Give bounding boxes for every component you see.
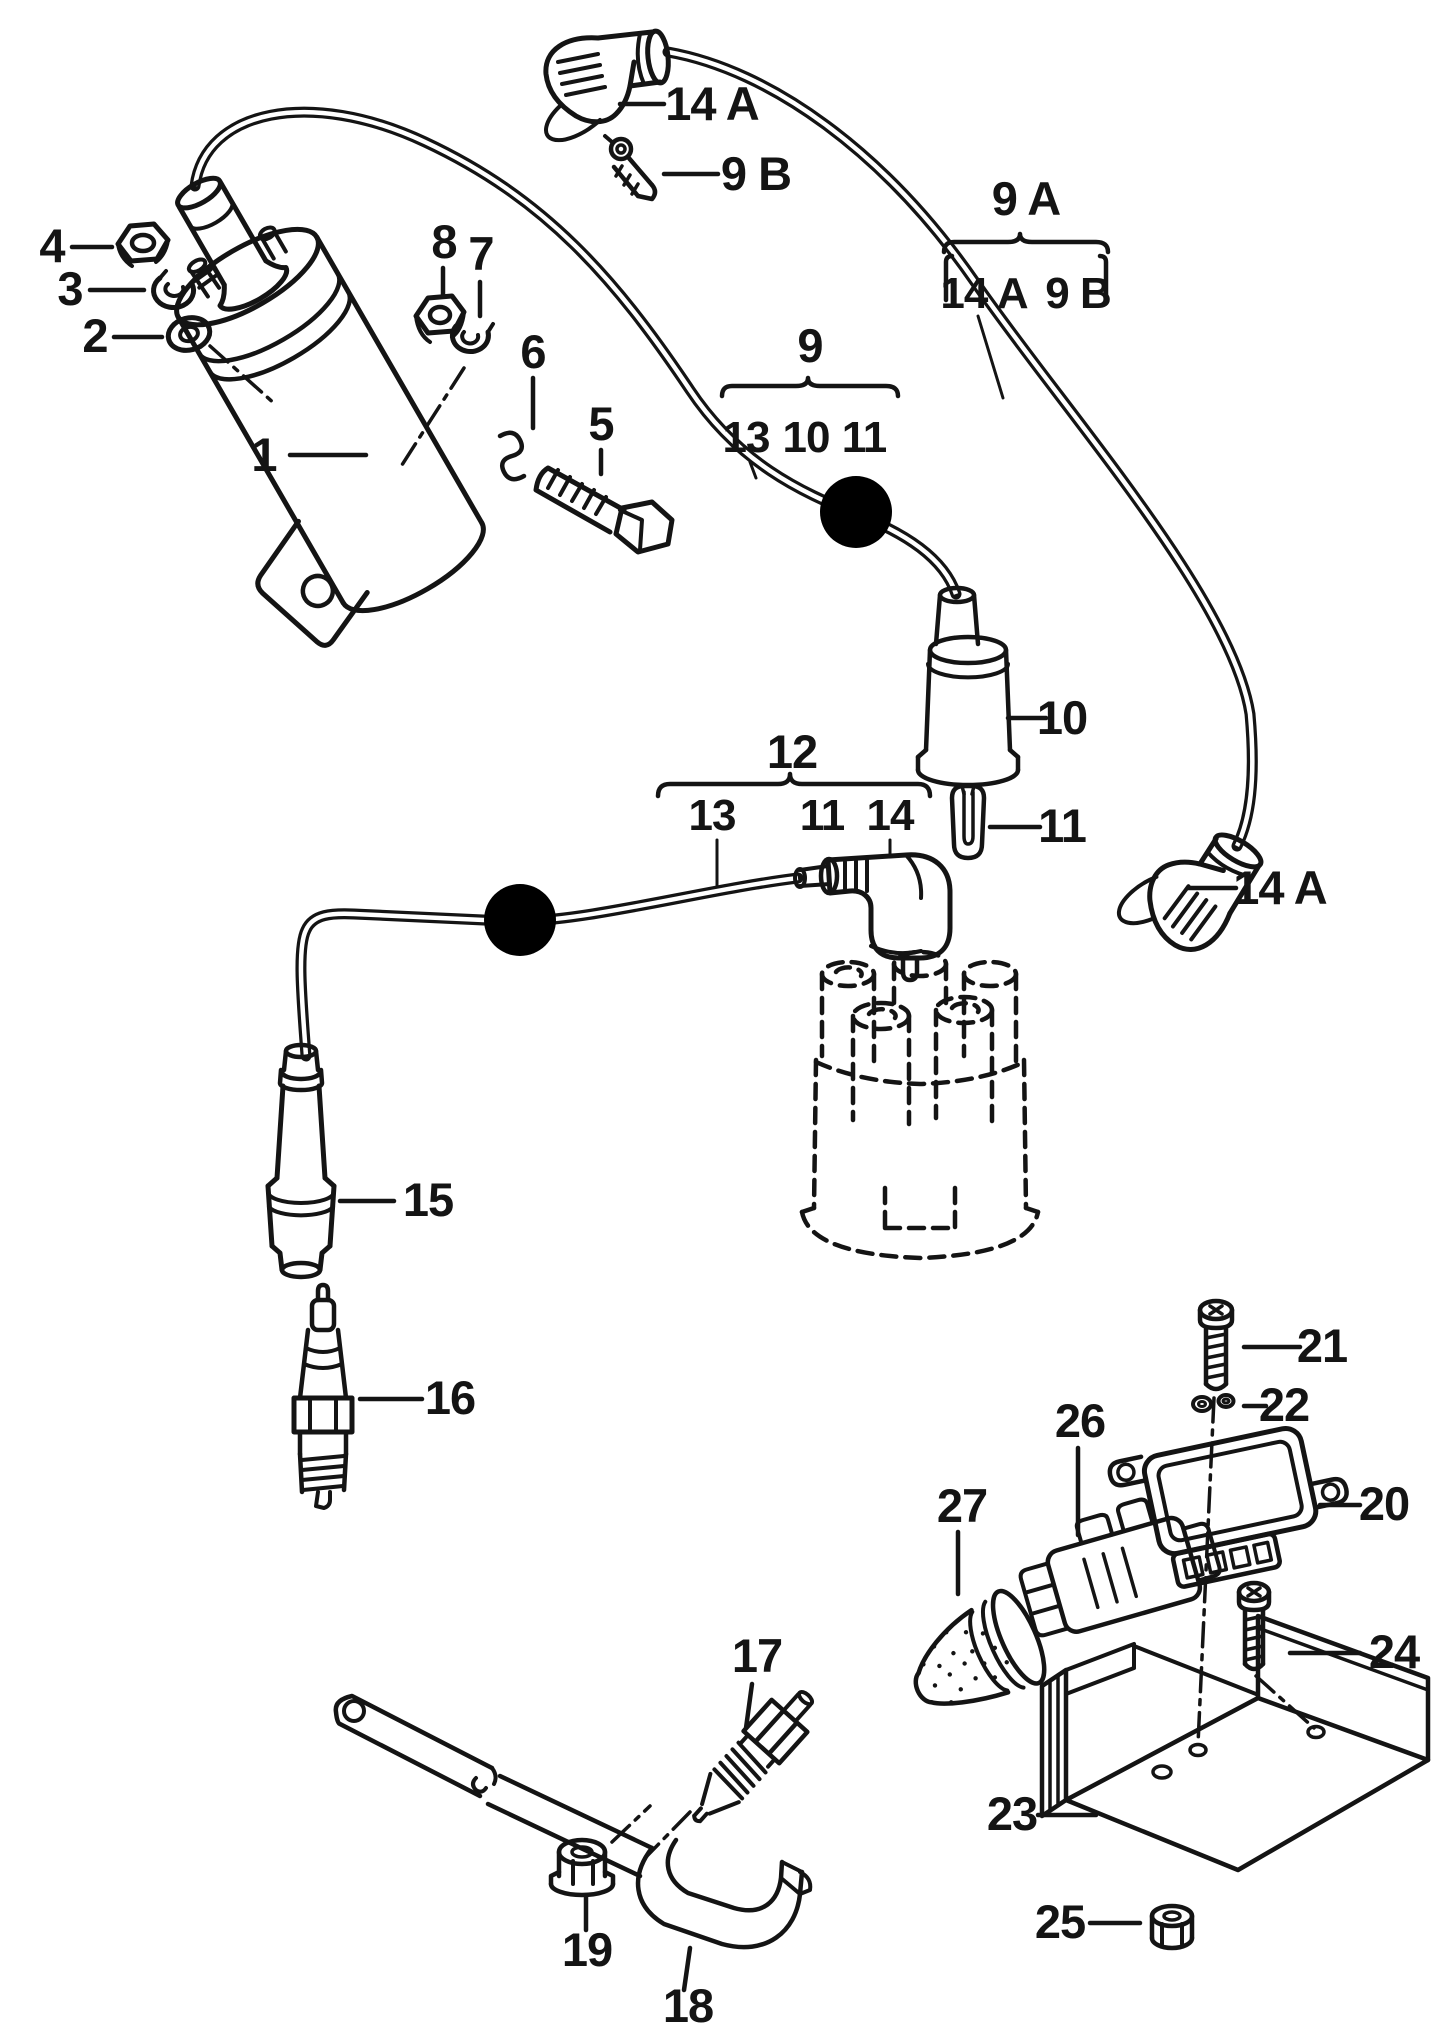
callout-part7: 7 <box>468 227 493 280</box>
part-21-screw <box>1197 1298 1235 1392</box>
part-14a-elbow-connector-top <box>543 28 671 143</box>
part-6-clip <box>497 430 527 482</box>
callout-group-12-member-11: 11 <box>800 791 845 840</box>
callout-part27: 27 <box>937 1479 987 1532</box>
part-4-nut <box>115 221 171 268</box>
part-17-temperature-sensor <box>692 1689 815 1824</box>
part-18-strap-bracket <box>333 1693 813 1950</box>
callout-group-9a: 9 A <box>992 172 1060 225</box>
callout-part23: 23 <box>987 1787 1037 1840</box>
brace-group-9 <box>719 375 901 399</box>
callout-group-9: 9 <box>797 319 822 372</box>
wire-9a-long <box>662 46 1258 852</box>
black-dot-marker-1 <box>820 476 892 548</box>
callout-group-12-member-14: 14 <box>867 791 915 840</box>
part-16-spark-plug <box>291 1282 355 1510</box>
callout-part14a-top: 14 A <box>665 77 759 130</box>
callout-part18: 18 <box>663 1979 713 2032</box>
callout-part10: 10 <box>1037 691 1087 744</box>
part-22-washers <box>1191 1393 1236 1413</box>
callout-group-9-member-13: 13 <box>723 413 770 462</box>
callout-part14a-bottom: 14 A <box>1233 861 1327 914</box>
part-26-connector-housing <box>1018 1497 1222 1638</box>
callout-part19: 19 <box>562 1923 612 1976</box>
brace-group-9a <box>941 231 1111 255</box>
callout-part5: 5 <box>588 397 613 450</box>
part-8-nut <box>413 293 467 344</box>
assembly-axis-21 <box>1196 1396 1216 1746</box>
assembly-axis-24 <box>1254 1674 1316 1730</box>
part-27-rubber-boot <box>913 1588 1047 1706</box>
assembly-axis-7 <box>398 366 466 470</box>
part-14-plug-connector <box>793 852 953 983</box>
callout-part20: 20 <box>1359 1477 1409 1530</box>
part-24-screw <box>1236 1580 1272 1672</box>
part-7-spring-washer <box>449 322 495 354</box>
leader-group-9a <box>976 314 1005 400</box>
callout-part6: 6 <box>520 325 545 378</box>
callout-part8: 8 <box>431 215 456 268</box>
callout-group-12-member-13: 13 <box>689 791 736 840</box>
boot-stipple-texture <box>921 1630 1009 1705</box>
leader-part18 <box>681 1945 693 1993</box>
part-11-protective-clip <box>949 783 987 861</box>
callout-part1: 1 <box>251 428 276 481</box>
callout-part22: 22 <box>1259 1378 1309 1431</box>
callout-group-9-member-10: 10 <box>783 413 830 462</box>
part-25-nut <box>1149 1903 1195 1951</box>
part-10-connector-sleeve <box>915 585 1021 788</box>
callout-part16: 16 <box>425 1371 475 1424</box>
part-23-mounting-bracket <box>1039 1613 1431 1873</box>
part-1-ignition-coil <box>174 175 486 648</box>
leader-part17 <box>743 1681 755 1731</box>
callout-part26: 26 <box>1055 1394 1105 1447</box>
callout-group-12: 12 <box>767 725 817 778</box>
callout-part2: 2 <box>82 309 107 362</box>
callout-part4: 4 <box>39 219 65 272</box>
part-3-spring-washer <box>151 269 199 311</box>
bracket-tick-right-9a <box>1097 253 1109 303</box>
callout-group-9a-member-9b: 9 B <box>1045 269 1110 318</box>
callout-part17: 17 <box>732 1629 782 1682</box>
part-2-washer <box>165 315 213 353</box>
part-15-spark-plug-connector <box>265 1042 337 1280</box>
callout-part25: 25 <box>1035 1895 1085 1948</box>
part-9b-clip <box>603 134 658 202</box>
brace-group-12 <box>655 771 933 799</box>
leader-group-9-m13 <box>748 460 758 480</box>
callout-part21: 21 <box>1297 1319 1347 1372</box>
callout-group-9a-member-14a: 14 A <box>940 269 1028 318</box>
part-distributor-cap <box>799 949 1041 1261</box>
part-19-nut <box>548 1837 616 1898</box>
black-dot-marker-2 <box>484 884 556 956</box>
callout-part11: 11 <box>1038 799 1086 852</box>
bracket-tick-left-9a <box>943 253 955 303</box>
callout-part9b-top: 9 B <box>721 147 791 200</box>
part-20-control-unit <box>1107 1425 1349 1589</box>
assembly-axis-2 <box>208 344 278 407</box>
callout-part24: 24 <box>1369 1625 1420 1678</box>
part-5-bolt <box>533 465 675 555</box>
callout-group-9-member-11: 11 <box>842 413 887 462</box>
wire-12-to-distributor <box>295 872 804 1062</box>
assembly-axis-19 <box>610 1804 652 1844</box>
callout-part15: 15 <box>403 1173 453 1226</box>
callout-part3: 3 <box>57 262 82 315</box>
